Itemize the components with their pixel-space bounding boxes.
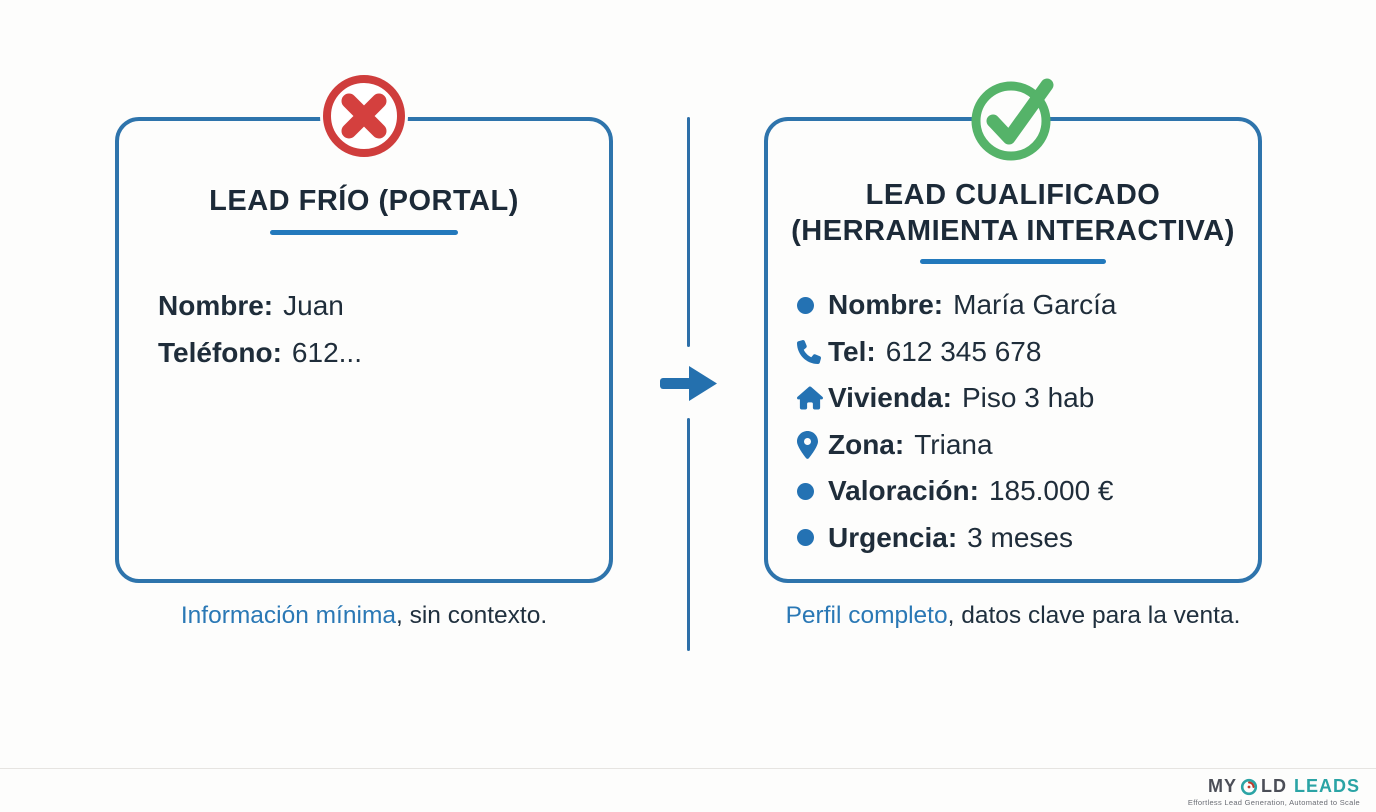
brand-logo: MY LD LEADS Effortless Lead Generation, …	[1188, 776, 1360, 807]
field-value: Triana	[914, 428, 993, 460]
logo-ring-icon	[1240, 778, 1258, 796]
field-value: 185.000 €	[988, 475, 1114, 507]
qualified-lead-list: Nombre: María García Tel: 612 345 678 Vi…	[797, 282, 1117, 561]
cold-lead-list: Nombre: Juan Teléfono: 612...	[158, 282, 362, 376]
home-icon	[797, 386, 828, 410]
phone-icon	[797, 339, 828, 364]
field-value: Juan	[283, 289, 344, 321]
field-label: Urgencia:	[828, 521, 958, 553]
logo-tagline: Effortless Lead Generation, Automated to…	[1187, 798, 1360, 807]
cold-lead-caption: Información mínima, sin contexto.	[115, 602, 613, 630]
field-label: Nombre:	[828, 289, 944, 321]
field-label: Tel:	[828, 335, 876, 367]
check-circle-icon	[967, 72, 1059, 164]
title-underline	[920, 259, 1106, 264]
title-line1: LEAD CUALIFICADO	[865, 179, 1161, 211]
list-item: Nombre: María García	[797, 282, 1117, 329]
cold-lead-title: LEAD FRÍO (PORTAL)	[209, 185, 519, 217]
field-value: 3 meses	[967, 521, 1073, 553]
field-value: 612 345 678	[885, 335, 1042, 367]
field-label: Teléfono:	[158, 336, 282, 368]
caption-highlight: Perfil completo	[785, 602, 948, 629]
footer-divider	[0, 768, 1376, 769]
caption-rest: , datos clave para la venta.	[947, 602, 1241, 629]
list-item: Zona: Triana	[797, 422, 1117, 469]
logo-text-ld: LD	[1260, 776, 1287, 796]
bullet-dot-icon	[797, 482, 828, 500]
title-line2: (HERRAMIENTA INTERACTIVA)	[791, 215, 1235, 247]
pin-icon	[797, 430, 828, 459]
qualified-lead-title: LEAD CUALIFICADO (HERRAMIENTA INTERACTIV…	[768, 177, 1258, 249]
divider-line-top	[687, 117, 690, 347]
field-value: Piso 3 hab	[961, 382, 1095, 414]
field-label: Vivienda:	[828, 382, 952, 414]
brand-logo-wordmark: MY LD LEADS	[1188, 776, 1360, 797]
list-item: Nombre: Juan	[158, 282, 362, 329]
caption-highlight: Información mínima	[180, 602, 396, 629]
caption-rest: , sin contexto.	[395, 602, 548, 629]
field-value: 612...	[291, 336, 362, 368]
cold-lead-card: LEAD FRÍO (PORTAL) Nombre: Juan Teléfono…	[115, 117, 613, 583]
right-arrow-icon	[659, 361, 719, 406]
list-item: Urgencia: 3 meses	[797, 515, 1117, 562]
logo-text-leads: LEADS	[1293, 776, 1360, 796]
logo-text-my: MY	[1207, 776, 1237, 796]
qualified-lead-caption: Perfil completo, datos clave para la ven…	[764, 602, 1262, 630]
field-label: Nombre:	[158, 289, 274, 321]
bullet-dot-icon	[797, 296, 828, 314]
qualified-lead-card: LEAD CUALIFICADO (HERRAMIENTA INTERACTIV…	[764, 117, 1262, 583]
field-label: Zona:	[828, 428, 905, 460]
field-label: Valoración:	[828, 475, 979, 507]
divider-line-bottom	[687, 418, 690, 651]
bullet-dot-icon	[797, 529, 828, 547]
field-value: María García	[953, 289, 1117, 321]
title-underline	[270, 230, 458, 235]
list-item: Teléfono: 612...	[158, 329, 362, 376]
list-item: Valoración: 185.000 €	[797, 468, 1117, 515]
list-item: Tel: 612 345 678	[797, 329, 1117, 376]
cross-circle-icon	[320, 72, 408, 160]
list-item: Vivienda: Piso 3 hab	[797, 375, 1117, 422]
